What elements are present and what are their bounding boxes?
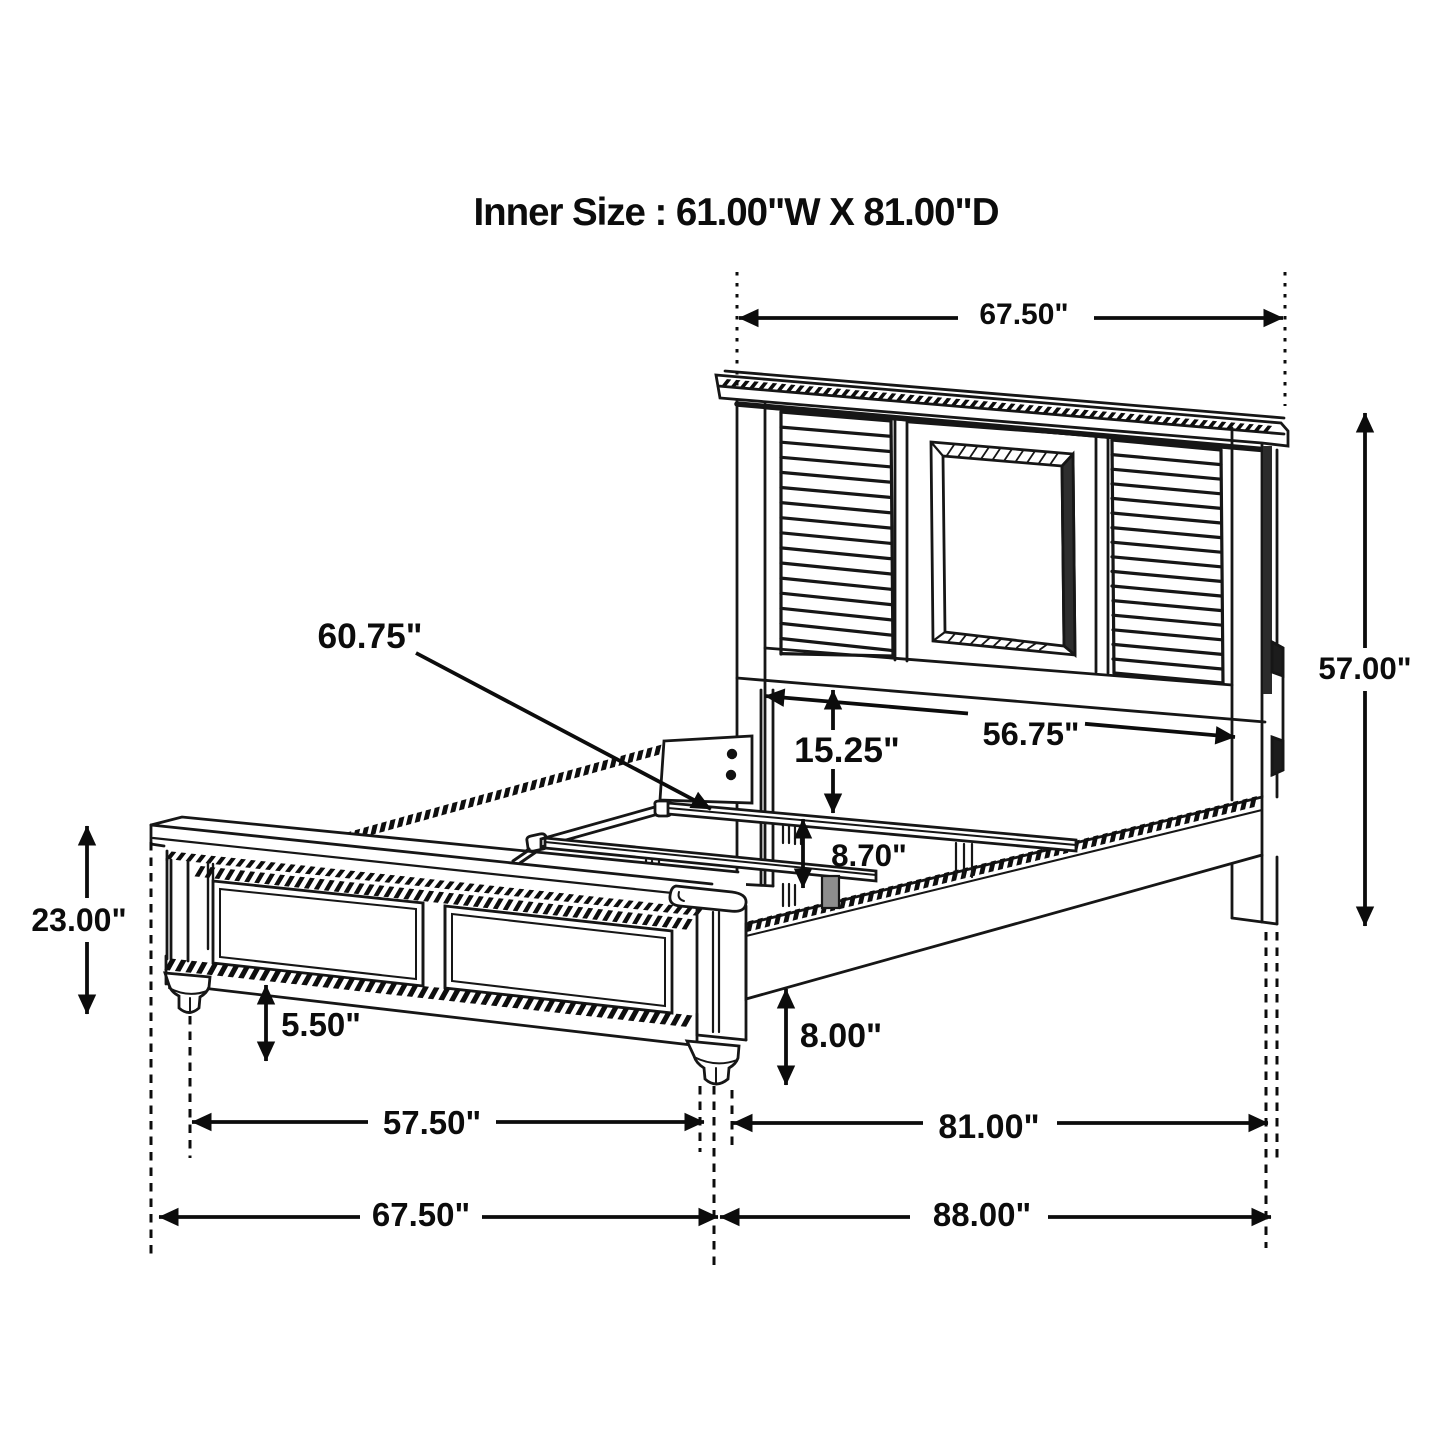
svg-text:56.75": 56.75": [983, 715, 1080, 752]
svg-text:23.00": 23.00": [31, 902, 126, 938]
svg-text:Inner Size : 61.00"W X 81.00"D: Inner Size : 61.00"W X 81.00"D: [474, 191, 999, 234]
svg-text:57.50": 57.50": [383, 1104, 481, 1141]
svg-text:8.00": 8.00": [800, 1017, 882, 1055]
svg-text:67.50": 67.50": [979, 298, 1068, 331]
svg-text:81.00": 81.00": [938, 1108, 1039, 1146]
svg-text:15.25": 15.25": [794, 730, 900, 770]
svg-text:88.00": 88.00": [933, 1196, 1031, 1233]
svg-text:57.00": 57.00": [1318, 651, 1411, 686]
svg-text:8.70": 8.70": [831, 838, 907, 873]
svg-text:60.75": 60.75": [317, 617, 422, 656]
svg-text:5.50": 5.50": [281, 1006, 361, 1043]
svg-text:67.50": 67.50": [372, 1196, 470, 1233]
